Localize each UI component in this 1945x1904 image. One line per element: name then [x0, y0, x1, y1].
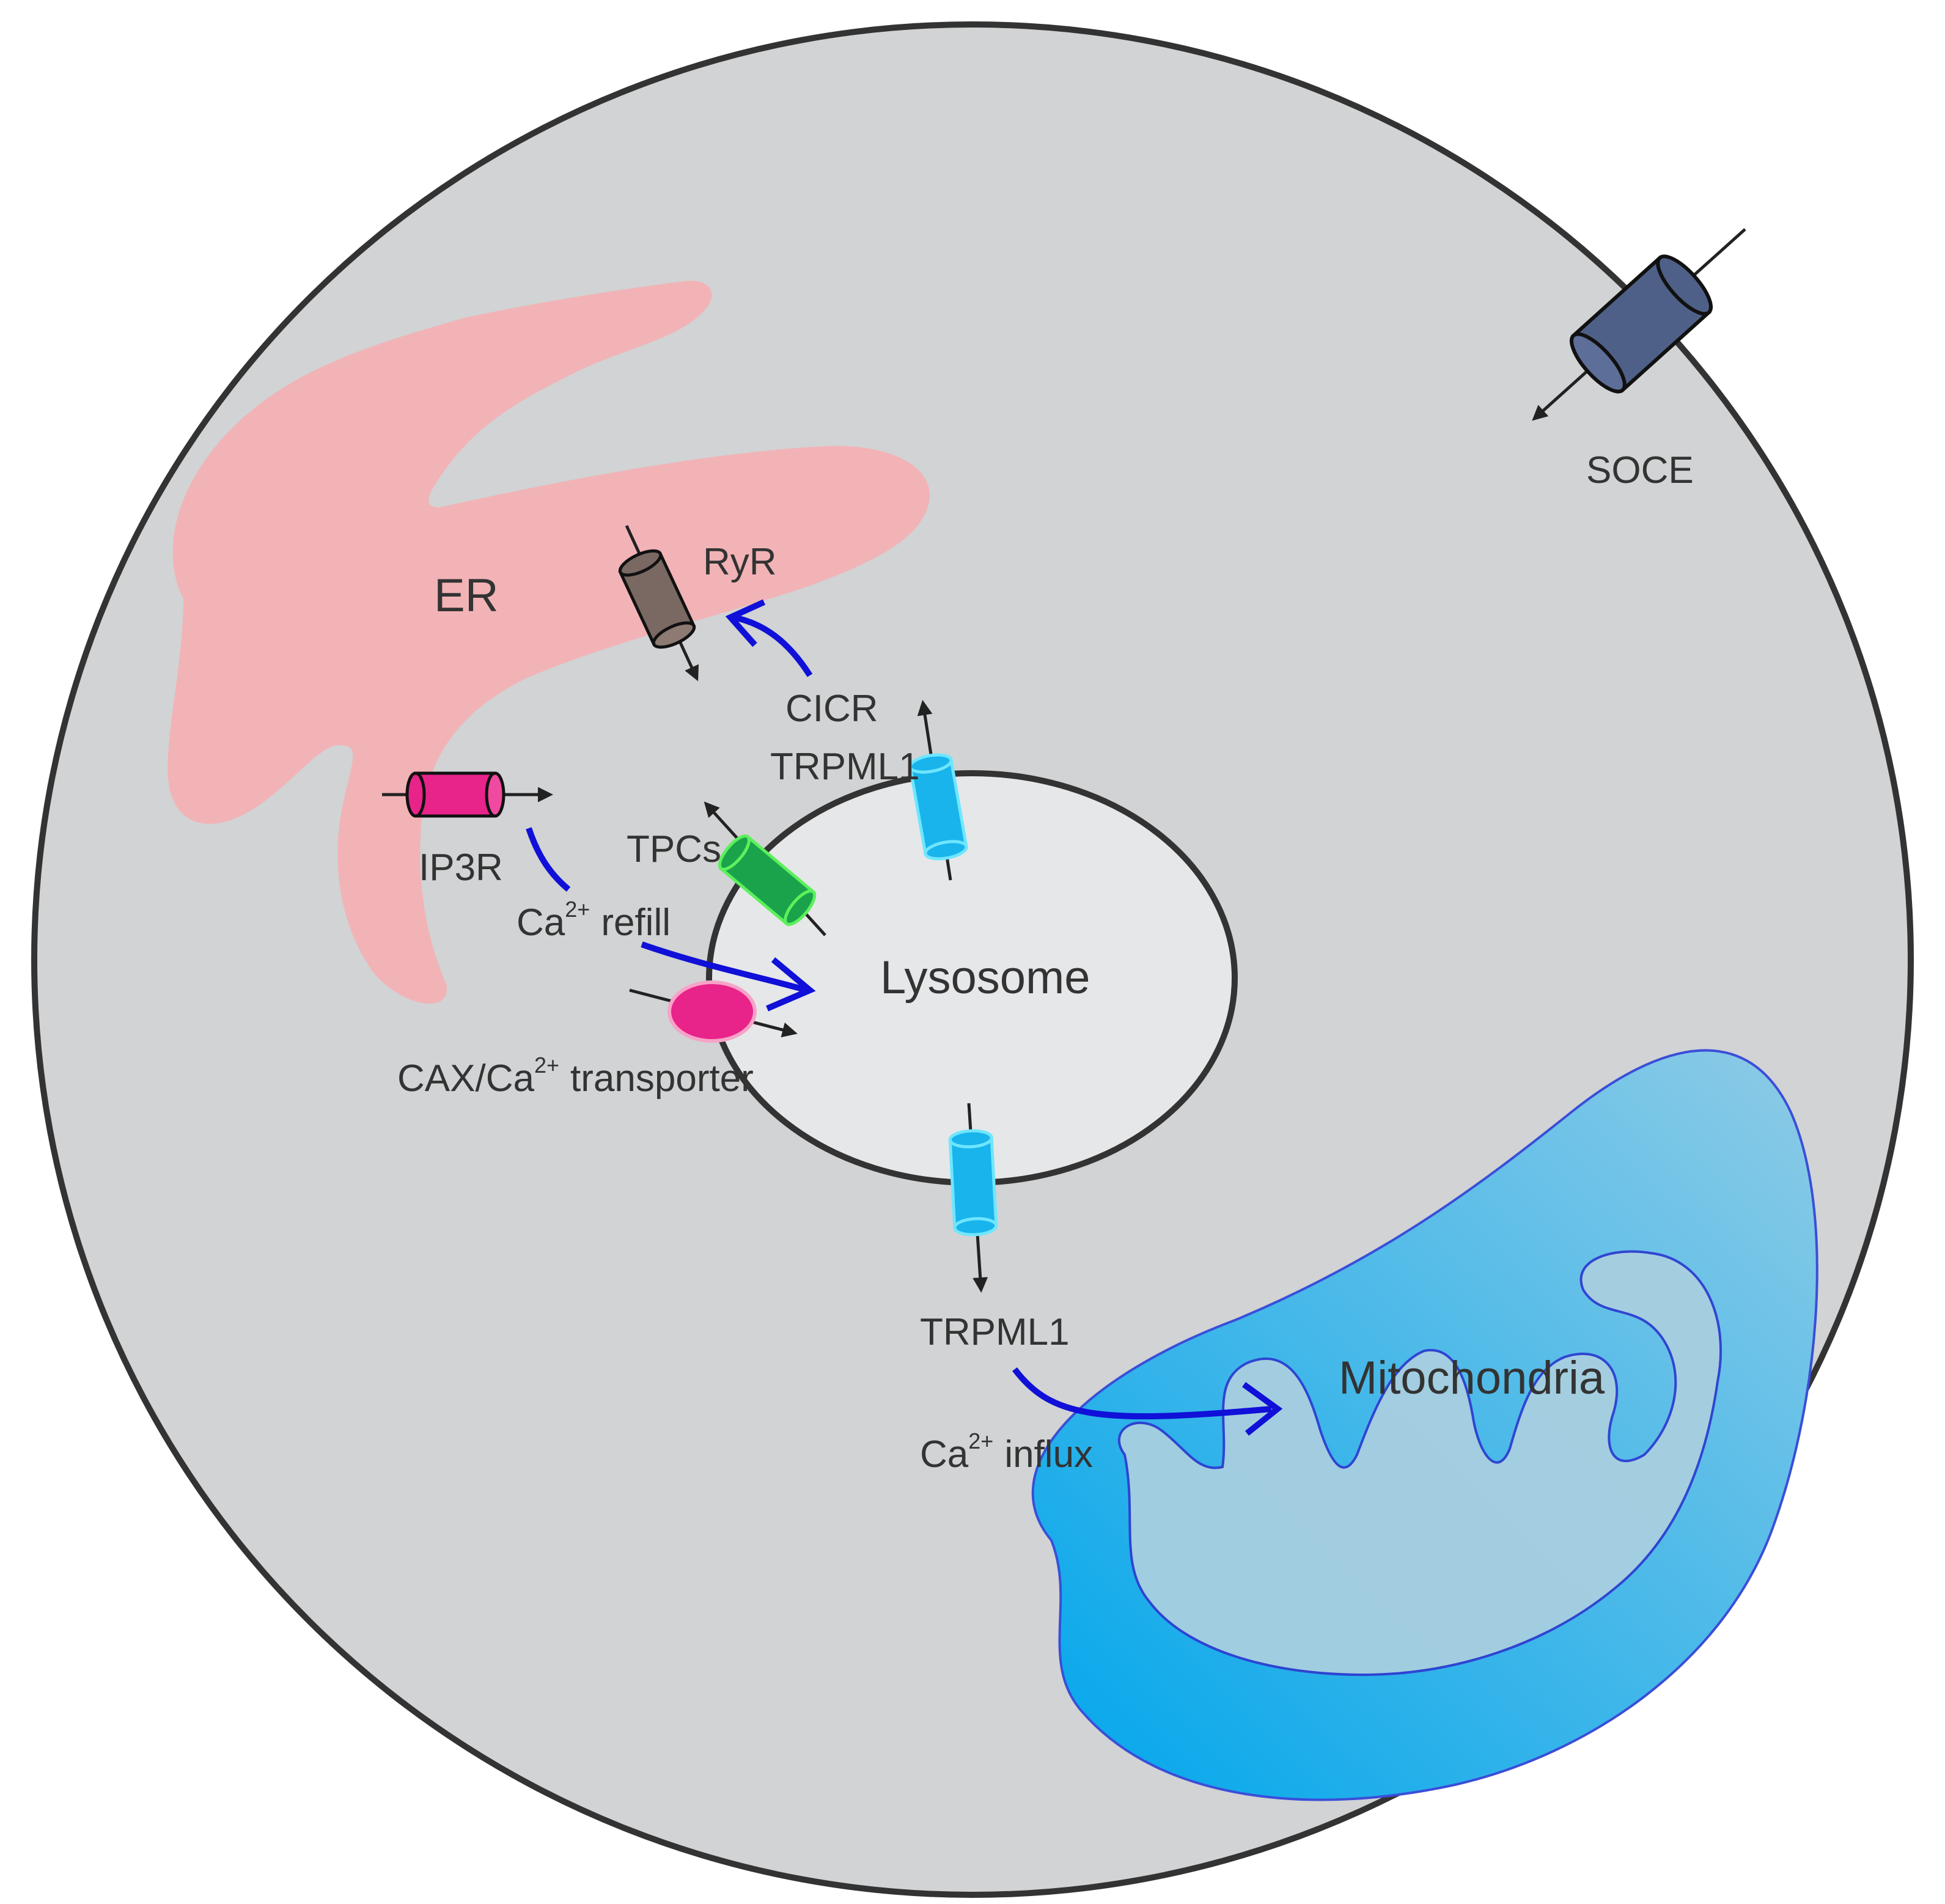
er-label: ER: [434, 570, 499, 622]
ca-influx-arrowhead: [1242, 1381, 1283, 1436]
cax-transporter-icon: [629, 980, 798, 1043]
ryr-channel-icon: [618, 524, 699, 682]
ca-influx-arrow: [1012, 1367, 1272, 1420]
trpml1-bottom-label: TRPML1: [920, 1311, 1070, 1353]
ip3r-signal-curve: [526, 827, 571, 892]
ca-influx-label: Ca2+influx: [920, 1428, 1093, 1476]
trpml1-top-label: TRPML1: [770, 746, 920, 788]
tpcs-label: TPCs: [627, 828, 721, 870]
mitochondria-label: Mitochondria: [1339, 1352, 1605, 1404]
soce-channel-icon: [1532, 228, 1746, 421]
ip3r-channel-icon: [382, 771, 553, 818]
cicr-arrow: [733, 614, 813, 677]
tpc-channel-icon: [704, 801, 826, 936]
lysosome-label: Lysosome: [880, 952, 1090, 1004]
cicr-arrowhead: [725, 599, 766, 647]
ca-refill-arrowhead: [766, 957, 816, 1012]
soce-label: SOCE: [1586, 449, 1694, 491]
ip3r-label: IP3R: [419, 847, 503, 889]
ryr-label: RyR: [703, 541, 777, 583]
trpml1-channel-icon-bottom: [948, 1103, 998, 1293]
ca-refill-label: Ca2+refill: [517, 897, 671, 944]
cicr-label: CICR: [785, 688, 878, 730]
endoplasmic-reticulum: [167, 281, 930, 1004]
ca-refill-arrow: [641, 941, 808, 993]
cax-label: CAX/Ca2+transporter: [397, 1053, 754, 1100]
mitochondria: [1031, 1049, 1818, 1801]
trpml1-channel-icon-top: [908, 700, 968, 881]
